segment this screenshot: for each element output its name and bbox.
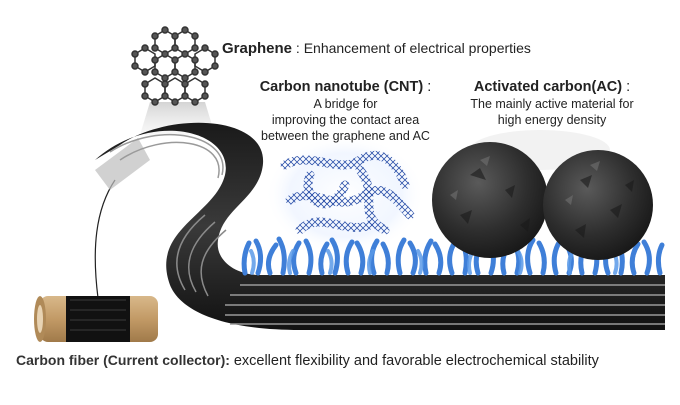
- activated-carbon-particles: [432, 142, 653, 260]
- ac-line1: The mainly active material for: [470, 97, 634, 111]
- graphene-sep: :: [292, 40, 304, 56]
- cnt-label: Carbon nanotube (CNT) : A bridge for imp…: [238, 78, 453, 144]
- graphene-label: Graphene : Enhancement of electrical pro…: [222, 40, 531, 57]
- cnt-line3: between the graphene and AC: [261, 129, 430, 143]
- cnt-line2: improving the contact area: [271, 113, 420, 127]
- carbon-fiber-title: Carbon fiber (Current collector): [16, 352, 226, 368]
- ac-line2: high energy density: [497, 113, 607, 127]
- carbon-fiber-desc: excellent flexibility and favorable elec…: [233, 353, 599, 369]
- cnt-glow: [265, 135, 425, 255]
- graphene-lattice: [131, 26, 219, 106]
- cnt-title: Carbon nanotube (CNT): [259, 79, 424, 95]
- graphene-desc: Enhancement of electrical properties: [303, 40, 531, 56]
- ac-label: Activated carbon(AC) : The mainly active…: [452, 78, 652, 128]
- carbon-fiber-sep: :: [225, 352, 234, 368]
- ac-title: Activated carbon(AC): [473, 79, 623, 95]
- carbon-fiber-bundle: [95, 122, 665, 330]
- cnt-line1: A bridge for: [313, 97, 378, 111]
- graphene-title: Graphene: [222, 40, 293, 57]
- cnt-tangle: [280, 150, 415, 235]
- carbon-fiber-label: Carbon fiber (Current collector): excell…: [16, 352, 599, 369]
- fiber-thread: [94, 179, 116, 299]
- carbon-fiber-spool: [34, 296, 158, 342]
- cnt-sep: :: [423, 79, 432, 95]
- ac-sep: :: [622, 79, 631, 95]
